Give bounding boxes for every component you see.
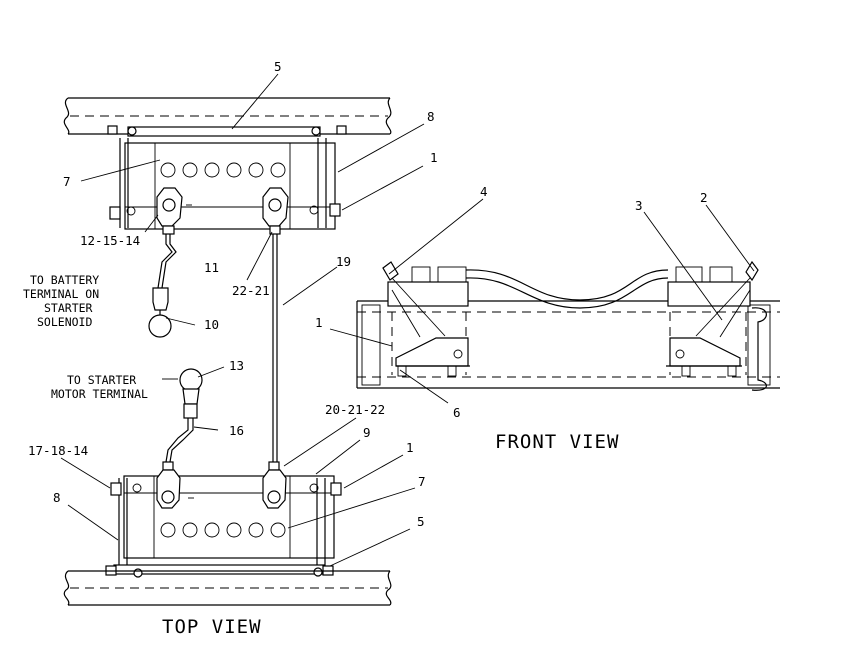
callout-11: 11 (204, 260, 219, 275)
callout-2: 2 (700, 190, 708, 205)
callout-8-bottom: 8 (53, 490, 61, 505)
front-view-cable (465, 269, 669, 309)
callout-5-bottom: 5 (417, 514, 425, 529)
callout-8-top: 8 (427, 109, 435, 124)
upper-negative-terminal (156, 187, 183, 235)
callout-16: 16 (229, 423, 244, 438)
callout-7-bottom: 7 (418, 474, 426, 489)
callout-17-18-14: 17-18-14 (28, 443, 88, 458)
callout-7-top: 7 (63, 174, 71, 189)
cable-19 (272, 234, 278, 462)
callout-19: 19 (336, 254, 351, 269)
callout-6: 6 (453, 405, 461, 420)
callout-1-top: 1 (430, 150, 438, 165)
terminal-connector-13 (179, 368, 203, 419)
front-view-left-battery (382, 261, 470, 377)
upper-battery (109, 138, 341, 230)
lower-frame-rail (63, 570, 392, 606)
upper-positive-terminal (262, 187, 289, 235)
cable-11 (157, 234, 177, 289)
callout-10: 10 (204, 317, 219, 332)
lower-battery (110, 475, 342, 572)
note-battery-3: STARTER (44, 301, 93, 315)
callout-4: 4 (480, 184, 488, 199)
note-battery-1: TO BATTERY (30, 273, 99, 287)
lower-positive-terminal (262, 461, 287, 509)
callout-5-top: 5 (274, 59, 282, 74)
cable-16 (165, 418, 194, 463)
hold-down-bar-top (107, 125, 347, 137)
callout-3: 3 (635, 198, 643, 213)
callout-22-21: 22-21 (232, 283, 270, 298)
front-view-right-battery (666, 260, 759, 377)
note-battery-2: TERMINAL ON (23, 287, 99, 301)
terminal-connector-10 (148, 287, 172, 338)
top-view-title: TOP VIEW (162, 616, 262, 638)
callout-12-15-14: 12-15-14 (80, 233, 140, 248)
callout-9: 9 (363, 425, 371, 440)
callout-1-bottom: 1 (406, 440, 414, 455)
lower-negative-terminal (156, 461, 181, 509)
callout-20-21-22: 20-21-22 (325, 402, 385, 417)
note-motor-2: MOTOR TERMINAL (51, 387, 148, 401)
front-view-title: FRONT VIEW (495, 431, 619, 453)
callout-1-front: 1 (315, 315, 323, 330)
leader-lines (60, 73, 755, 567)
note-motor-1: TO STARTER (67, 373, 136, 387)
callout-13: 13 (229, 358, 244, 373)
note-battery-4: SOLENOID (37, 315, 92, 329)
